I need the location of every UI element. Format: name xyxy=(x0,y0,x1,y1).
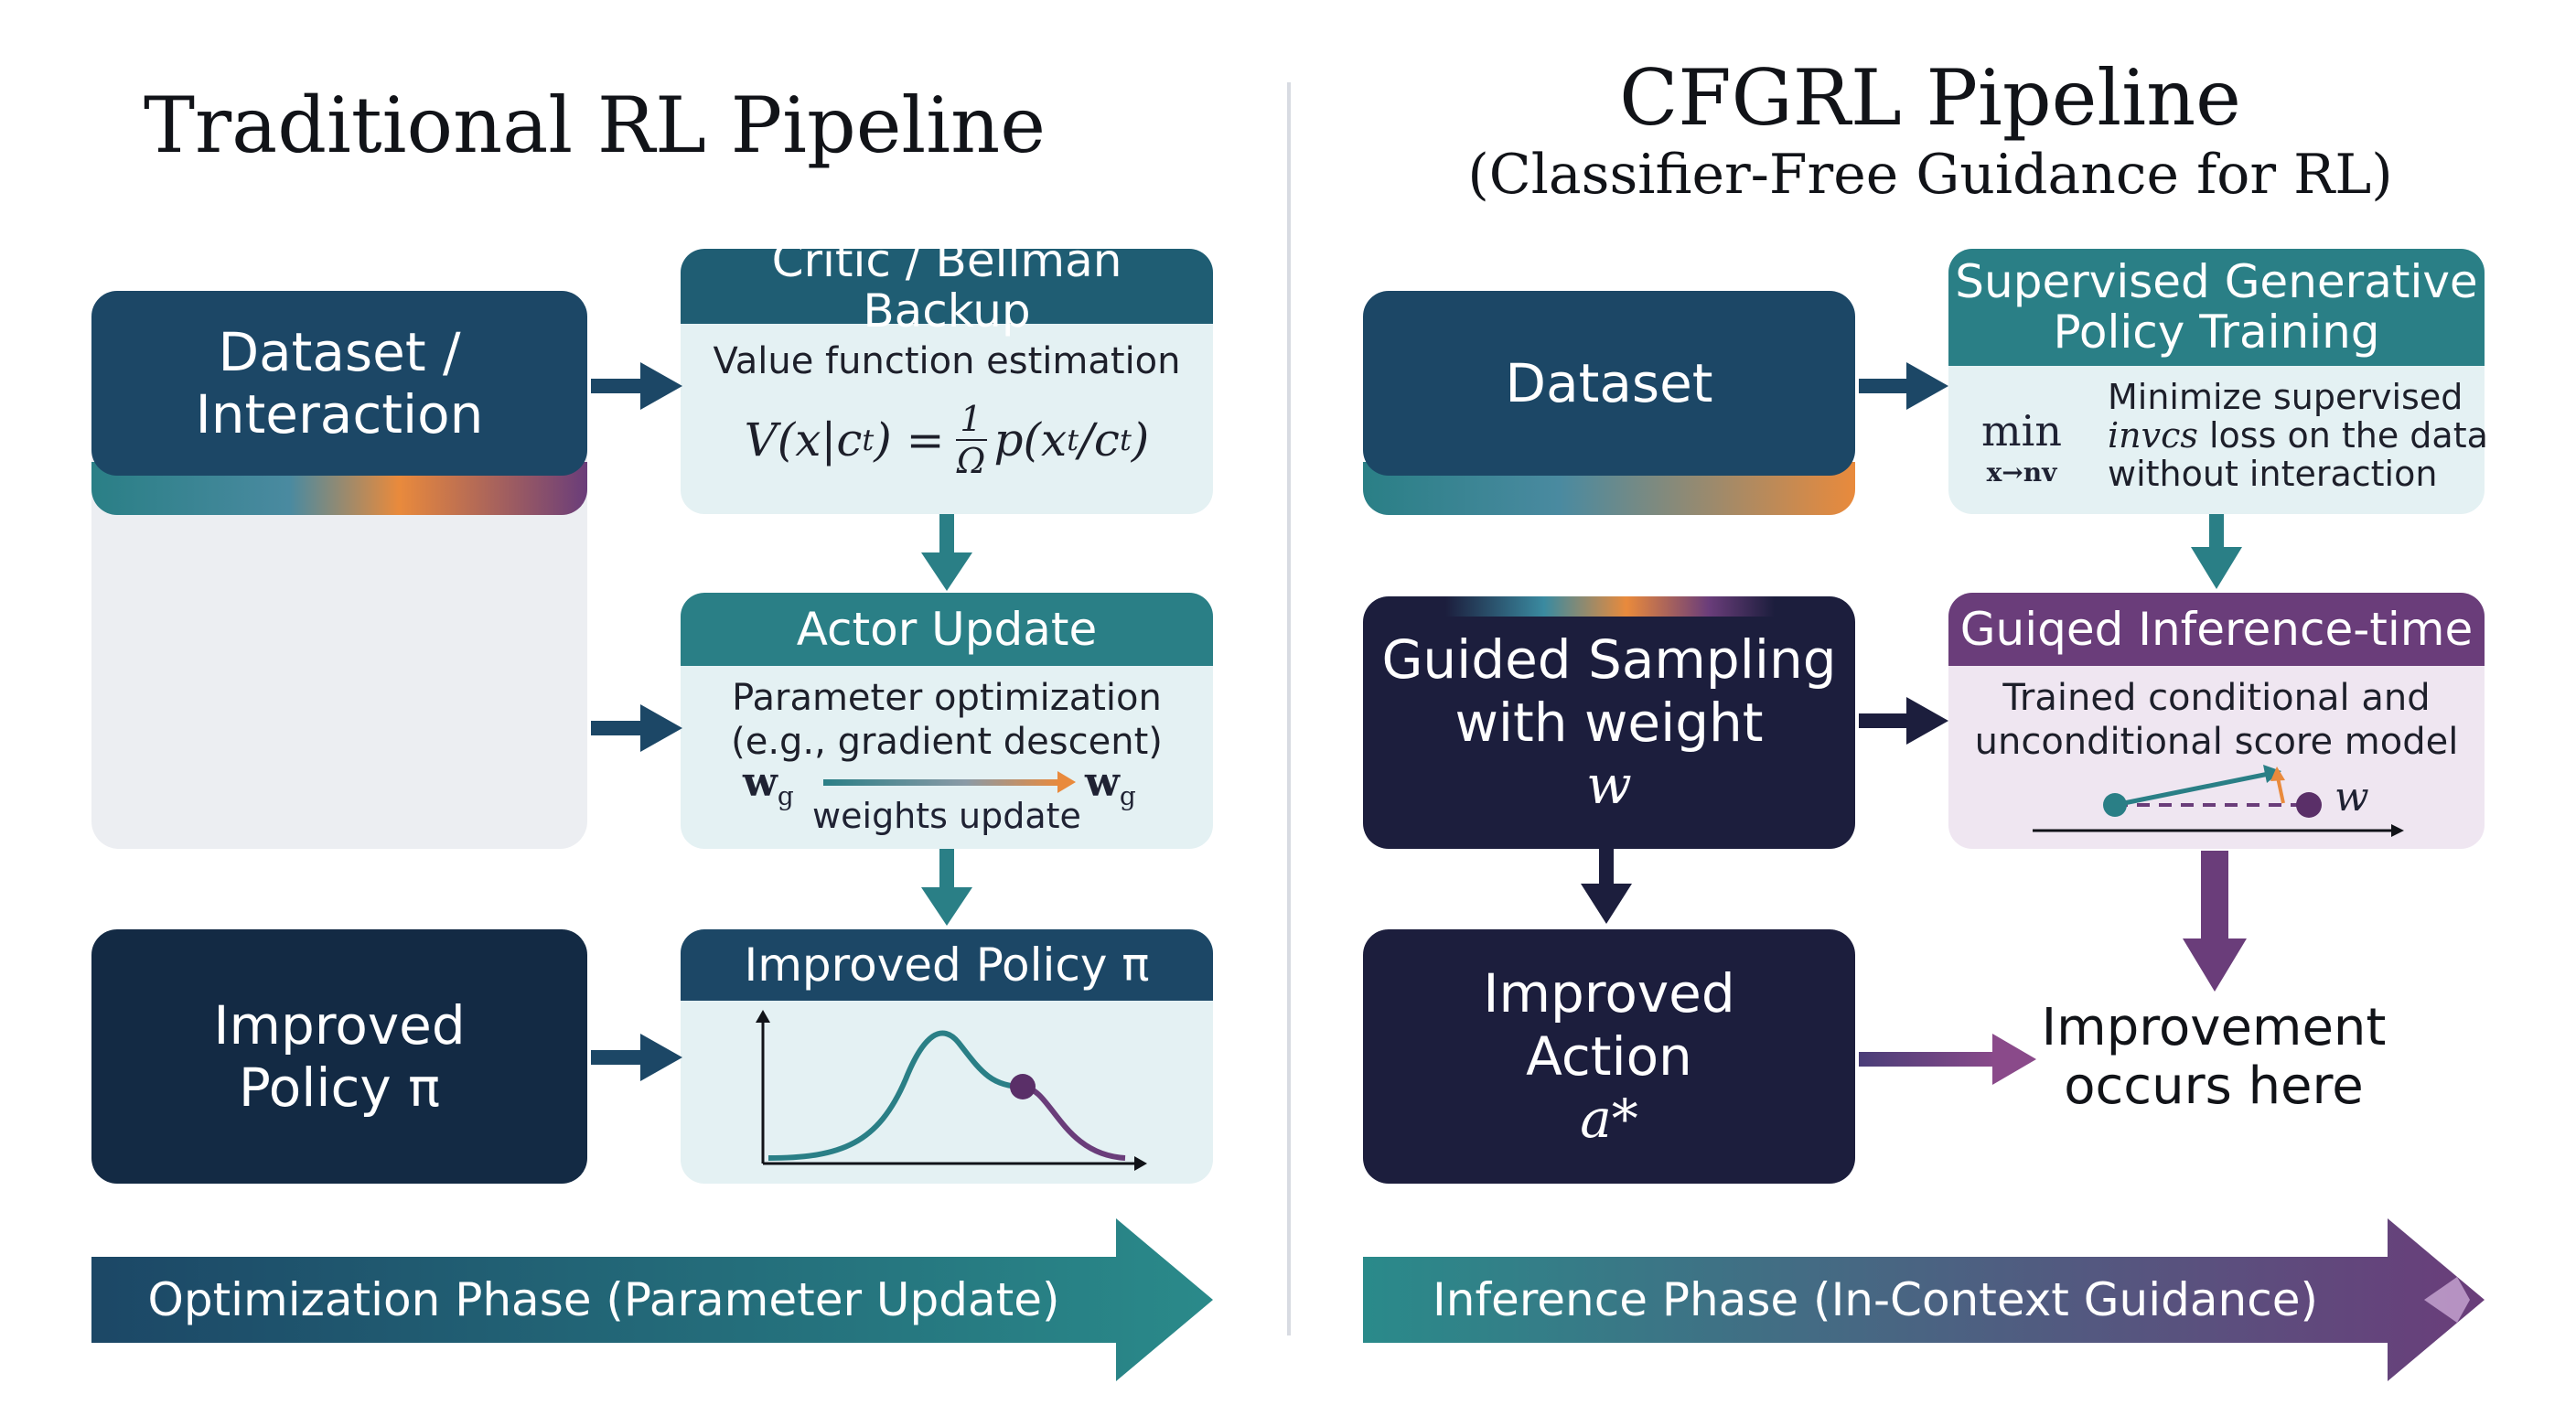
actor-line1: Parameter optimization xyxy=(732,677,1162,719)
arrow-action-to-improvement xyxy=(1859,1034,2036,1085)
critic-subtitle: Value function estimation xyxy=(713,340,1181,382)
dataset-box: Dataset xyxy=(1363,291,1855,476)
supervised-line1: Minimize supervised xyxy=(2108,377,2463,417)
policy-curve-plot xyxy=(756,1010,1147,1171)
guidance-vector-diagram xyxy=(2033,765,2404,837)
min-operator: min x→nv xyxy=(1981,406,2062,488)
guided-inference-header: Guiqed Inference-time xyxy=(1948,593,2485,666)
improved-policy-box: Improved Policy π xyxy=(91,929,587,1184)
improved-action-box: Improved Action a* xyxy=(1363,929,1855,1184)
arrow-inference-to-improvement xyxy=(2183,851,2247,992)
improvement-occurs-here: Improvement occurs here xyxy=(2041,998,2387,1116)
dataset-interaction-line2: Interaction xyxy=(195,383,484,445)
right-subtitle: (Classifier-Free Guidance for RL) xyxy=(1467,143,2393,207)
improved-policy-line1: Improved xyxy=(213,993,466,1056)
guidance-weight-label: w xyxy=(2334,774,2369,820)
arrow-policy-to-card xyxy=(591,1034,682,1081)
improved-policy-card: Improved Policy π xyxy=(681,929,1213,1184)
supervised-line2: invcs loss on the data xyxy=(2108,414,2488,456)
actor-update-card: Actor Update Parameter optimization (e.g… xyxy=(681,593,1213,849)
supervised-line3: without interaction xyxy=(2108,453,2438,494)
improved-action-line1: Improved xyxy=(1483,962,1735,1025)
guided-sampling-glow xyxy=(1445,596,1775,617)
guided-inference-card: Guiqed Inference-time Trained conditiona… xyxy=(1948,593,2485,849)
improved-action-line2: Action a* xyxy=(1526,1024,1692,1151)
right-title: CFGRL Pipeline xyxy=(1619,53,2241,143)
arrow-panel-to-actor xyxy=(591,704,682,752)
critic-card: Critic / Bellman Backup Value function e… xyxy=(681,249,1213,514)
inference-line1: Trained conditional and xyxy=(2002,677,2431,719)
guided-sampling-box: Guided Sampling with weight w xyxy=(1363,596,1855,849)
dataset-interaction-box: Dataset / Interaction xyxy=(91,291,587,476)
actor-line2: (e.g., gradient descent) xyxy=(731,721,1163,763)
weights-update-arrow xyxy=(823,771,1076,793)
dataset-label: Dataset xyxy=(1505,351,1713,414)
arrow-dataset-to-critic xyxy=(591,362,682,410)
arrow-actor-to-policy xyxy=(921,849,972,926)
actor-update-header: Actor Update xyxy=(681,593,1213,666)
center-divider xyxy=(1287,82,1291,1335)
optimization-phase-banner: Optimization Phase (Parameter Update) xyxy=(91,1218,1213,1381)
inference-phase-banner: Inference Phase (In-Context Guidance) xyxy=(1363,1218,2485,1381)
arrow-guided-to-inference xyxy=(1859,697,1948,745)
arrow-critic-to-actor xyxy=(921,514,972,591)
arrow-guided-to-action xyxy=(1581,849,1632,924)
inference-phase-label: Inference Phase (In-Context Guidance) xyxy=(1433,1273,2318,1326)
improved-policy-card-header: Improved Policy π xyxy=(681,929,1213,1001)
supervised-training-header: Supervised Generative Policy Training xyxy=(1948,249,2485,366)
guided-sampling-line2: with weight w xyxy=(1454,691,1764,817)
weights-update-caption: weights update xyxy=(812,796,1081,836)
improved-policy-line2: Policy π xyxy=(238,1056,441,1119)
inference-line2: unconditional score model xyxy=(1974,721,2459,763)
weight-left-label: wg xyxy=(743,759,794,811)
arrow-supervised-to-inference xyxy=(2191,514,2242,589)
dataset-interaction-line1: Dataset / xyxy=(218,320,461,383)
supervised-training-card: Supervised Generative Policy Training xyxy=(1948,249,2485,514)
optimization-phase-label: Optimization Phase (Parameter Update) xyxy=(147,1273,1060,1326)
guided-sampling-line1: Guided Sampling xyxy=(1381,628,1837,692)
arrow-dataset-to-supervised xyxy=(1859,362,1948,410)
left-title: Traditional RL Pipeline xyxy=(144,80,1046,170)
weight-right-label: wg xyxy=(1085,759,1136,811)
supervised-description: Minimize supervised invcs loss on the da… xyxy=(2108,377,2488,494)
